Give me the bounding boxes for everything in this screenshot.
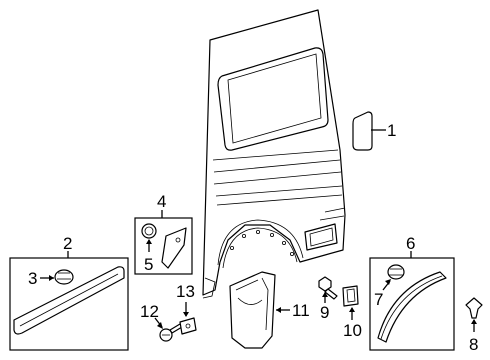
callout-10: 10	[343, 321, 362, 340]
callout-11: 11	[292, 301, 310, 320]
leader-3-arrow	[49, 275, 54, 281]
nut-clip-10	[342, 285, 359, 307]
callout-13: 13	[176, 282, 195, 301]
leader-9-arrow	[322, 292, 328, 297]
side-panel	[202, 9, 346, 299]
clip-5	[141, 223, 157, 239]
callout-12: 12	[140, 302, 159, 321]
callout-7: 7	[374, 290, 383, 309]
callout-3: 3	[28, 269, 37, 288]
leader-11-arrow	[276, 307, 281, 313]
moulding	[13, 266, 125, 335]
callout-4: 4	[157, 192, 166, 211]
bracket-4	[161, 227, 187, 269]
mud-flap-11	[229, 271, 276, 349]
callout-8: 8	[469, 335, 478, 354]
part-1-cover	[352, 111, 373, 151]
wheel-arch-moulding	[377, 271, 447, 343]
callout-2: 2	[63, 234, 72, 253]
callout-1: 1	[387, 121, 396, 140]
clip-8	[465, 297, 483, 319]
leader-12-arrow	[157, 322, 163, 329]
clip-3	[54, 269, 74, 285]
leader-8-arrow	[471, 319, 477, 324]
leader-5-arrow	[146, 239, 152, 244]
leader-13-arrow	[183, 312, 189, 317]
callout-9: 9	[320, 303, 329, 322]
screw-12	[159, 323, 183, 342]
leader-10-arrow	[349, 307, 355, 312]
callout-6: 6	[406, 234, 415, 253]
bolt-9	[318, 276, 338, 300]
retainer-13	[179, 317, 197, 335]
leader-7-arrow	[385, 279, 391, 285]
callout-5: 5	[144, 255, 153, 274]
clip-7	[387, 264, 405, 280]
